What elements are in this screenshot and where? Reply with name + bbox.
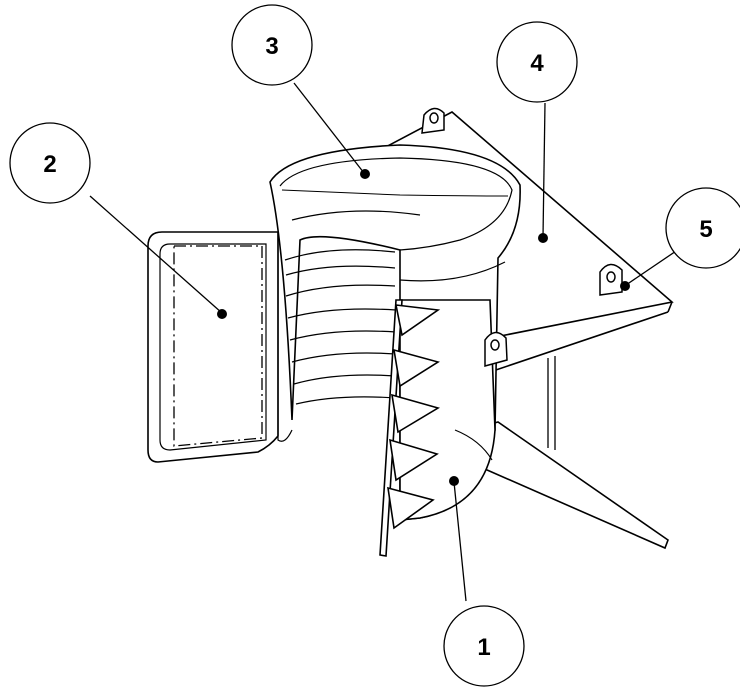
lug-top [421, 107, 445, 134]
leader-3 [293, 82, 365, 174]
leader-dot-2 [217, 309, 227, 319]
lug-left [484, 331, 508, 367]
callout-bubble [9, 122, 91, 204]
callout-5: 5 [665, 187, 740, 269]
lug-right [599, 263, 623, 296]
callout-bubble [231, 4, 313, 86]
part-lower-fin [475, 421, 669, 550]
callout-label: 5 [699, 216, 712, 243]
callout-bubble [496, 21, 578, 103]
part-central-body [379, 299, 496, 557]
callout-bubble [665, 187, 740, 269]
leader-1 [453, 481, 467, 602]
leader-dot-3 [360, 169, 370, 179]
callout-label: 2 [43, 151, 56, 178]
callout-dots [217, 169, 630, 486]
leader-5 [625, 246, 683, 286]
callout-1: 1 [443, 605, 525, 687]
callout-4: 4 [496, 21, 578, 103]
callout-label: 1 [477, 634, 490, 661]
callout-2: 2 [9, 122, 91, 204]
callout-bubble [443, 605, 525, 687]
part-lugs [421, 107, 623, 367]
callout-3: 3 [231, 4, 313, 86]
callout-label: 3 [265, 33, 278, 60]
part-side-flange [147, 231, 279, 463]
callout-label: 4 [530, 50, 544, 77]
leader-dot-5 [620, 281, 630, 291]
leader-dot-1 [449, 476, 459, 486]
leader-2 [89, 195, 223, 314]
callout-leaders [89, 82, 683, 602]
leader-dot-4 [538, 233, 548, 243]
leader-4 [542, 102, 546, 238]
